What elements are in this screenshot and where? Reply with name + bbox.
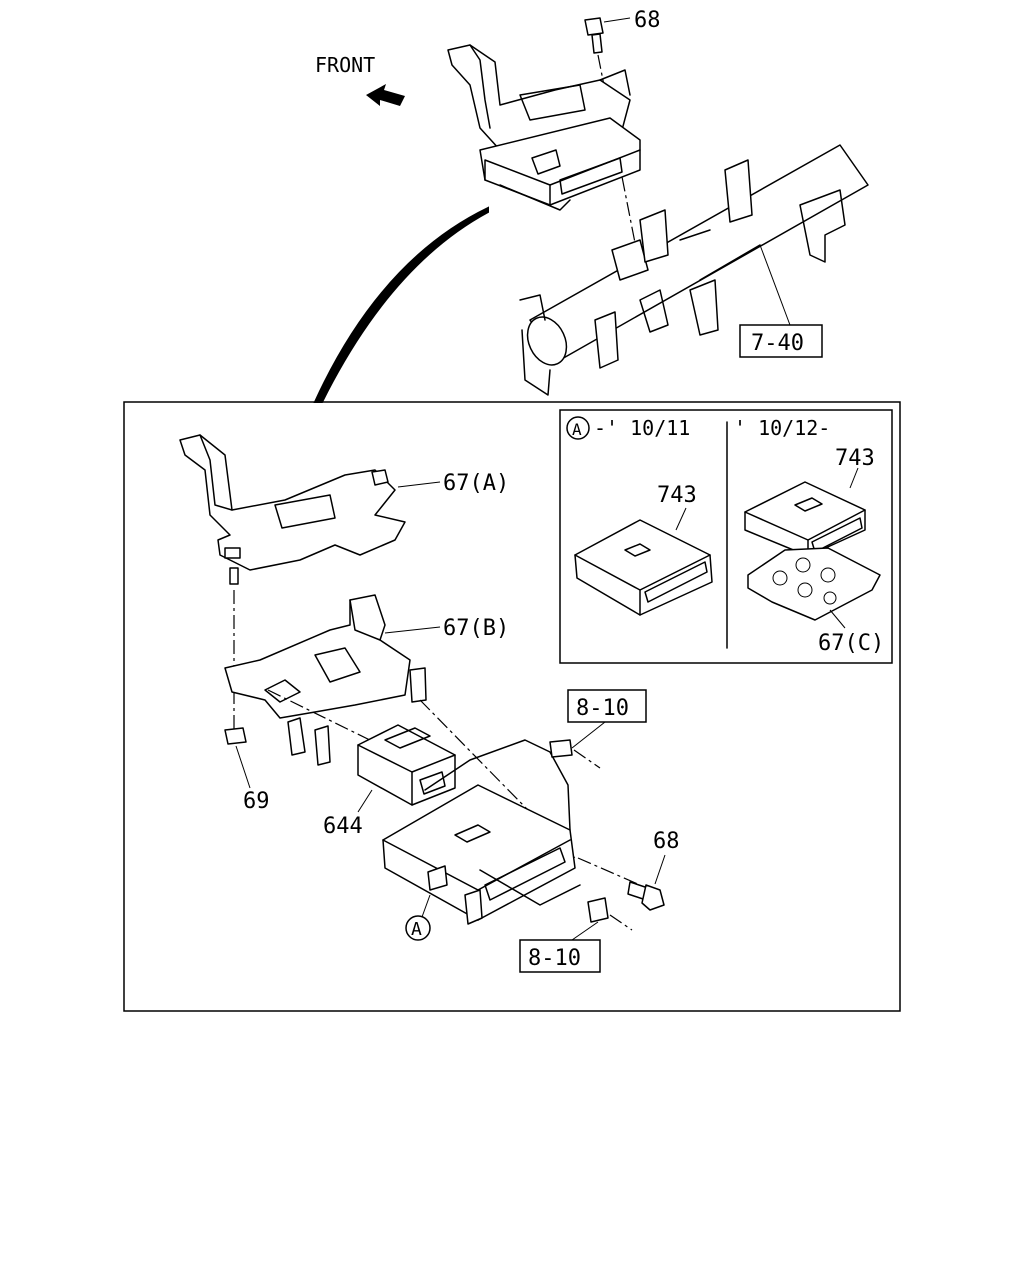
- module-callout: 644: [323, 814, 363, 839]
- ref-box-7-40: 7-40: [739, 244, 823, 358]
- detail-frame: [123, 401, 901, 1012]
- nut-69: 69: [224, 727, 270, 814]
- front-arrow-icon: [366, 84, 405, 106]
- bracket-67a: 67(A): [179, 434, 509, 585]
- callout-sweep-arrow: [313, 206, 489, 403]
- inset-left-heading: -' 10/11: [594, 416, 690, 440]
- inset-right-heading: ' 10/12-: [734, 416, 830, 440]
- module-644: 644: [323, 724, 456, 839]
- inset-bracket-67c: 67(C): [747, 547, 884, 656]
- front-label: FRONT: [315, 53, 375, 77]
- inset-left-unit: 743: [574, 483, 713, 616]
- ref-8-10-upper-label: 8-10: [576, 696, 629, 721]
- bolt-68: 68: [577, 829, 680, 911]
- inset-right-unit: 743: [744, 446, 875, 557]
- bracket-67b: 67(B): [224, 594, 509, 766]
- top-bolt-callout: 68: [634, 8, 661, 33]
- detail-marker-label: A: [411, 919, 422, 940]
- mount-axis-a: [267, 689, 381, 746]
- nut-callout: 69: [243, 789, 270, 814]
- detail-marker-icon: [405, 915, 431, 941]
- bolt-callout: 68: [653, 829, 680, 854]
- inset-marker-label: A: [572, 420, 582, 439]
- inset-bracket-67c-callout: 67(C): [818, 631, 884, 656]
- bracket-67b-callout: 67(B): [443, 616, 509, 641]
- ref-7-40-label: 7-40: [751, 331, 804, 356]
- connector-upper: 8-10: [549, 689, 647, 769]
- inset-panel: A -' 10/11 ' 10/12- 743 743: [559, 409, 893, 664]
- bracket-67a-callout: 67(A): [443, 471, 509, 496]
- inset-marker-icon: [566, 416, 590, 440]
- front-indicator: FRONT: [315, 53, 405, 106]
- connector-lower: 8-10: [519, 897, 633, 973]
- cross-car-beam: [519, 144, 869, 396]
- harness-wire: [424, 739, 571, 831]
- ecu-unit: A: [382, 784, 581, 941]
- inset-left-part-callout: 743: [657, 483, 697, 508]
- inset-right-part-callout: 743: [835, 446, 875, 471]
- ref-8-10-lower-label: 8-10: [528, 946, 581, 971]
- top-bracket-assembly: [447, 44, 641, 211]
